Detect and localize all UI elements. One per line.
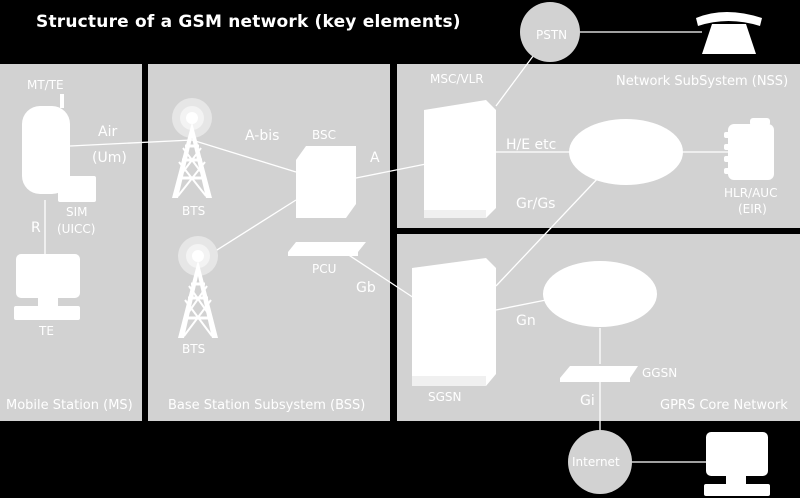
msc-cabinet-icon: [424, 100, 496, 218]
label-bsc: BSC: [312, 128, 337, 142]
panel-title-nss: Network SubSystem (NSS): [616, 74, 789, 89]
panel-title-gprs: GPRS Core Network: [660, 398, 788, 413]
label-grgs: Gr/Gs: [516, 196, 556, 212]
bts-tower-1-icon: [172, 98, 212, 198]
label-gn: Gn: [516, 313, 536, 329]
pcu-device-icon: [288, 242, 366, 256]
label-gb: Gb: [356, 280, 376, 296]
label-uicc: (UICC): [57, 222, 96, 236]
mobile-phone-icon: [22, 94, 96, 202]
label-sgsn: SGSN: [428, 390, 462, 404]
label-a: A: [370, 150, 380, 166]
label-pstn: PSTN: [536, 28, 568, 42]
telephone-icon: [696, 12, 762, 54]
panel-title-ms: Mobile Station (MS): [6, 398, 133, 413]
label-ggsn: GGSN: [642, 366, 678, 380]
panel-title-bss: Base Station Subsystem (BSS): [168, 398, 366, 413]
nss-switch-ellipse: [569, 119, 683, 185]
ggsn-device-icon: [560, 366, 638, 382]
label-gi: Gi: [580, 393, 595, 409]
internet-cloud: [568, 430, 632, 494]
label-internet: Internet: [572, 455, 620, 469]
label-um: (Um): [92, 150, 127, 166]
label-eir: (EIR): [738, 202, 767, 216]
link-bsc-msc: [355, 163, 427, 179]
pstn-cloud: [520, 2, 580, 62]
diagram-title: Structure of a GSM network (key elements…: [36, 12, 461, 32]
link-sgsn-gn: [495, 299, 547, 311]
label-pcu: PCU: [312, 262, 337, 276]
label-air: Air: [98, 124, 118, 140]
label-sim: SIM: [66, 205, 88, 219]
bsc-box-icon: [296, 146, 356, 218]
label-te: TE: [39, 324, 54, 338]
te-computer-icon: [14, 254, 80, 320]
link-hlr-sgsn: [495, 175, 601, 287]
internet-computer-icon: [704, 432, 770, 496]
link-ms-bts1: [69, 139, 193, 147]
label-msc-vlr: MSC/VLR: [430, 72, 484, 86]
label-bts-2: BTS: [182, 342, 206, 356]
bts-tower-2-icon: [178, 236, 218, 338]
label-bts-1: BTS: [182, 204, 206, 218]
label-hlr-auc: HLR/AUC: [724, 186, 778, 200]
link-bts1-bsc: [191, 139, 297, 173]
hlr-database-icon: [724, 118, 774, 180]
label-r: R: [31, 220, 41, 236]
label-he: H/E etc: [506, 137, 557, 153]
gprs-gn-ellipse: [543, 261, 657, 327]
sgsn-cabinet-icon: [412, 258, 496, 386]
label-mt-te: MT/TE: [27, 78, 64, 92]
label-abis: A-bis: [245, 128, 280, 144]
